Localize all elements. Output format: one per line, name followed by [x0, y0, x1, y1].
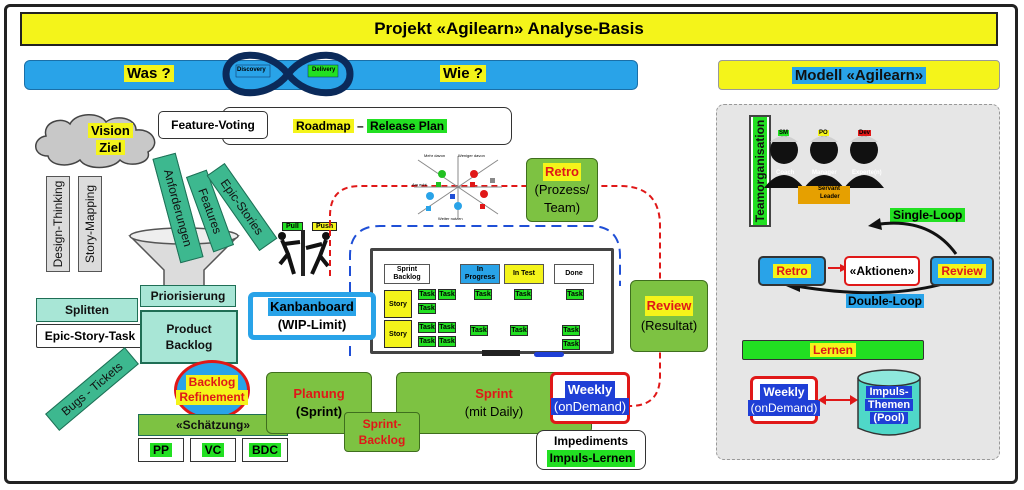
board-task: Task	[562, 325, 580, 336]
board-task: Task	[418, 303, 436, 314]
push-sign: Push	[312, 222, 338, 231]
priorisierung-box: Priorisierung	[140, 285, 236, 307]
single-loop-label: Single-Loop	[890, 208, 966, 222]
board-task: Task	[566, 289, 584, 300]
sprint-backlog-box: Sprint-Backlog	[344, 412, 420, 452]
board-task: Task	[438, 289, 456, 300]
board-task: Task	[438, 336, 456, 347]
review-box: Review (Resultat)	[630, 280, 708, 352]
design-thinking-label: Design-Thinking	[46, 176, 70, 272]
rp-lernen-box: Lernen	[742, 340, 924, 360]
board-marker-tray	[482, 350, 520, 356]
board-task: Task	[418, 322, 436, 333]
board-task: Task	[474, 289, 492, 300]
epic-story-task-box: Epic-Story-Task	[36, 324, 144, 348]
board-task: Task	[510, 325, 528, 336]
sprint-loops	[329, 185, 661, 407]
board-story-1: Story	[384, 290, 412, 318]
schaetzung-box: «Schätzung»	[138, 414, 288, 436]
role-servant: Servant	[818, 186, 841, 192]
team-roles-icon	[764, 136, 884, 204]
kanbanboard-box: Kanbanboard (WIP-Limit)	[248, 292, 376, 340]
board-task: Task	[514, 289, 532, 300]
role-manager: Manager	[812, 170, 837, 176]
retro-weniger-label: Weniger davon	[458, 153, 485, 158]
weekly-impuls-arrow	[818, 395, 858, 405]
wie-header: Wie ?	[440, 65, 486, 82]
board-story-2: Story	[384, 320, 412, 348]
role-coach: Coach	[776, 170, 795, 176]
board-task: Task	[438, 322, 456, 333]
board-task: Task	[562, 339, 580, 350]
role-sm: SM	[778, 130, 789, 136]
infinity-discovery-label: Discovery	[237, 67, 266, 73]
schaetzung-bdc: BDC	[242, 438, 288, 462]
schaetzung-vc: VC	[190, 438, 236, 462]
retro-echt-label: Am echt	[412, 182, 427, 187]
rp-review-box: Review	[930, 256, 994, 286]
board-task: Task	[418, 289, 436, 300]
feature-voting-box: Feature-Voting	[158, 111, 268, 139]
double-loop-label: Double-Loop	[846, 294, 924, 308]
role-dev: Dev	[858, 130, 872, 136]
backlog-refinement-circle: Backlog Refinement	[174, 360, 250, 420]
splitten-box: Splitten	[36, 298, 138, 322]
was-header: Was ?	[124, 65, 174, 82]
board-col-in-progress: In Progress	[460, 264, 500, 284]
board-col-sprint-backlog: Sprint Backlog	[384, 264, 430, 284]
story-mapping-label: Story-Mapping	[78, 176, 102, 272]
role-experts: Experte(n)	[852, 170, 882, 176]
retro-box: Retro (Prozess/Team)	[526, 158, 598, 222]
role-leader: Leader	[820, 194, 840, 200]
roadmap-box: Roadmap – Release Plan	[222, 107, 512, 145]
infinity-loop-icon	[222, 51, 354, 97]
pull-push-people-icon	[278, 230, 330, 276]
board-task: Task	[418, 336, 436, 347]
retro-mehr-label: Mehr davon	[424, 153, 446, 158]
rp-aktionen-box: «Aktionen»	[844, 256, 920, 286]
rp-weekly-box: Weekly (onDemand)	[747, 376, 821, 424]
page-title: Projekt «Agilearn» Analyse-Basis	[20, 12, 998, 46]
board-col-in-test: In Test	[504, 264, 544, 284]
infinity-delivery-label: Delivery	[312, 67, 336, 73]
rp-retro-box: Retro	[758, 256, 826, 286]
impuls-themen-label: Impuls- Themen (Pool)	[860, 386, 918, 425]
role-po: PO	[818, 130, 829, 136]
modell-header-bar: Modell «Agilearn»	[718, 60, 1000, 90]
impediments-box: Impediments Impuls-Lernen	[536, 430, 646, 470]
pull-sign: Pull	[282, 222, 303, 231]
weekly-box: Weekly (onDemand)	[550, 372, 630, 424]
board-task: Task	[470, 325, 488, 336]
board-col-done: Done	[554, 264, 594, 284]
schaetzung-pp: PP	[138, 438, 184, 462]
retro-weiter-label: Weiter nutzen	[438, 216, 463, 221]
board-marker	[534, 352, 564, 357]
retro-starfish-icon	[414, 156, 502, 218]
